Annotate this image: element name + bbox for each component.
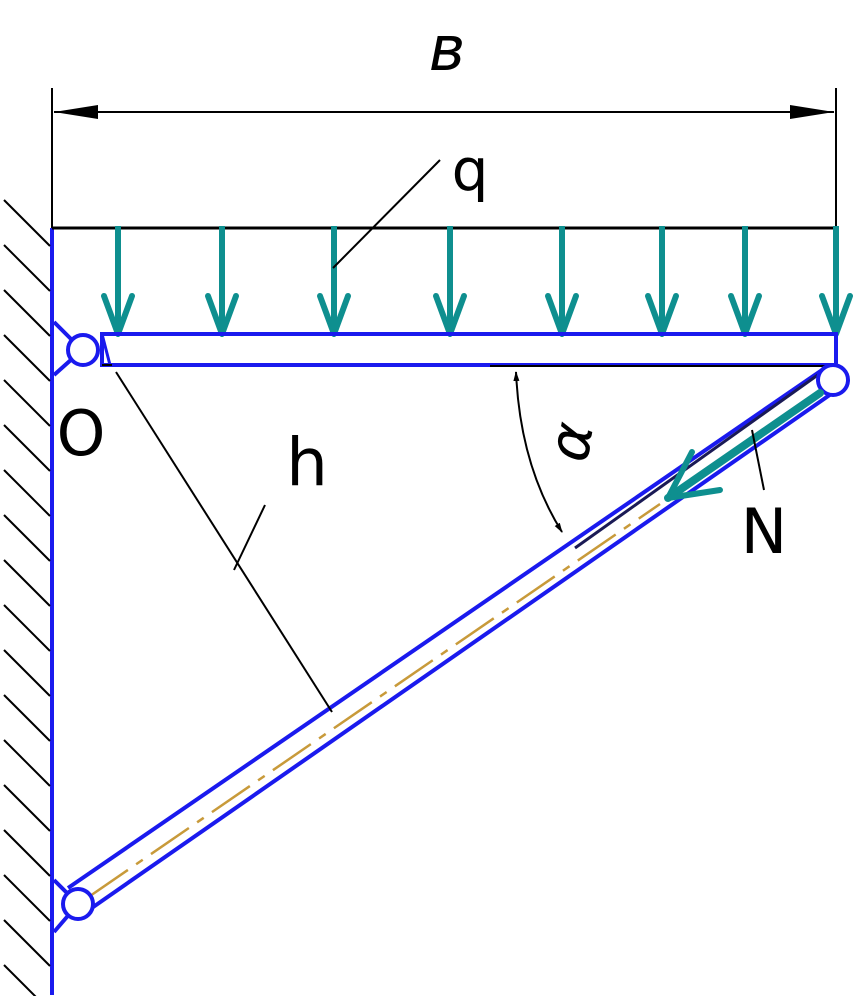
- wall-hatch-line: [3, 559, 51, 607]
- wall-hatch-line: [3, 379, 51, 427]
- wall-hatch-line: [3, 244, 51, 292]
- force-leader-line: [751, 429, 765, 491]
- wall-hatch-line: [3, 199, 51, 247]
- load-arrow: [545, 226, 579, 337]
- wall-hatching: [3, 199, 51, 996]
- wall-hatch-line: [3, 649, 51, 697]
- diagonal-strut: [66, 368, 836, 914]
- force-label: N: [741, 495, 787, 568]
- load-arrow: [205, 226, 239, 337]
- hinge-right-pin: [816, 363, 850, 397]
- width-label: в: [429, 12, 466, 85]
- load-arrow: [645, 226, 679, 337]
- lever-arm-label: h: [286, 424, 328, 501]
- wall-hatch-line: [3, 469, 51, 517]
- force-arrowhead-upper: [665, 449, 695, 501]
- wall-hatch-line: [3, 874, 51, 922]
- hinge-bottom: [52, 878, 95, 934]
- lever-arm: h: [115, 371, 333, 713]
- wall-hatch-line: [3, 829, 51, 877]
- dimension-arrowhead-right: [790, 105, 834, 119]
- angle-indicator: α: [513, 371, 608, 533]
- hinge-bottom-pin: [61, 887, 95, 921]
- force-arrowhead-lower: [665, 487, 723, 501]
- angle-label: α: [534, 417, 608, 466]
- pivot-label: O: [57, 397, 106, 470]
- force-arrow-shaft: [664, 389, 824, 502]
- horizontal-beam: [100, 332, 838, 367]
- wall-hatch-line: [3, 424, 51, 472]
- wall-hatch-line: [3, 334, 51, 382]
- wall-hatch-line: [3, 919, 51, 967]
- wall-hatch-line: [3, 289, 51, 337]
- load-leader-line: [332, 159, 441, 269]
- wall: [3, 199, 54, 996]
- wall-hatch-line: [3, 604, 51, 652]
- load-arrow: [101, 226, 135, 337]
- width-dimension: в: [51, 12, 837, 228]
- load-arrow: [728, 226, 762, 337]
- angle-arc: [513, 371, 563, 533]
- hinge-top: [52, 320, 100, 377]
- wall-hatch-line: [3, 514, 51, 562]
- wall-hatch-line: [3, 784, 51, 832]
- strut-centerline: [89, 502, 661, 898]
- strut-lower-edge: [84, 390, 836, 914]
- load-arrows: [101, 226, 853, 337]
- wall-hatch-line: [3, 964, 37, 996]
- load-arrow: [433, 226, 467, 337]
- wall-hatch-line: [3, 694, 51, 742]
- distributed-load: q: [52, 136, 853, 337]
- dimension-arrowhead-left: [54, 105, 98, 119]
- force-vector: N: [664, 389, 824, 568]
- wall-hatch-line: [3, 739, 51, 787]
- hinge-top-pin: [66, 333, 100, 367]
- strut-upper-edge: [66, 368, 824, 890]
- load-label: q: [452, 136, 489, 204]
- beam-end-bracket: [100, 333, 112, 366]
- load-arrow: [819, 226, 853, 337]
- load-arrow: [317, 226, 351, 337]
- lever-arm-leader: [233, 504, 266, 571]
- strut-upper-dark-segment: [574, 370, 823, 550]
- hinge-right: [816, 363, 850, 397]
- beam-body: [100, 332, 838, 367]
- lever-arm-line: [115, 371, 333, 713]
